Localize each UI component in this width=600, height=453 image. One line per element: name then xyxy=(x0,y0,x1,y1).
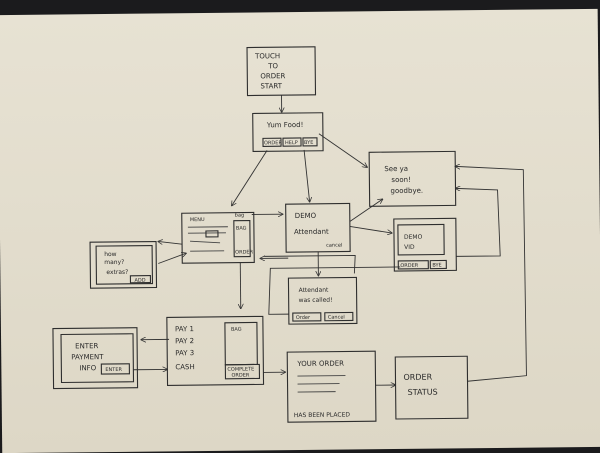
payment-info-line-3: INFO xyxy=(79,364,96,372)
demo-video-line-2: VID xyxy=(404,244,415,251)
arrow-menu-to-qty xyxy=(158,241,182,244)
attendant-called-screen[interactable]: Attendant was called! Order Cancel xyxy=(288,277,356,324)
greeting-help-button[interactable]: HELP xyxy=(285,140,298,146)
greeting-title: Yum Food! xyxy=(266,121,304,129)
touch-start-screen[interactable]: TOUCH TO ORDER START xyxy=(247,47,315,96)
menu-label: MENU xyxy=(190,217,205,223)
attendant-called-line-1: Attendant xyxy=(299,287,330,294)
demo-attendant-line-2: Attendant xyxy=(294,228,329,236)
arrow-greeting-to-demo-attendant xyxy=(304,150,310,202)
demo-video-screen[interactable]: DEMO VID ORDER BYE xyxy=(394,218,457,271)
payment-bag-label: BAG xyxy=(231,327,242,333)
menu-screen[interactable]: MENU bag BAG ORDER xyxy=(182,212,255,263)
goodbye-screen[interactable]: See ya soon! goodbye. xyxy=(369,151,456,206)
qty-popup[interactable]: how many? extras? ADD xyxy=(90,242,156,289)
attendant-called-line-2: was called! xyxy=(299,297,333,304)
order-status-screen[interactable]: ORDER STATUS xyxy=(395,356,468,419)
arrow-video-to-goodbye xyxy=(455,188,500,256)
wireframe-diagram: TOUCH TO ORDER START Yum Food! ORDER HEL… xyxy=(0,9,600,453)
demo-video-bye-button[interactable]: BYE xyxy=(432,263,441,269)
greeting-bye-button[interactable]: BYE xyxy=(304,140,313,146)
greeting-screen[interactable]: Yum Food! ORDER HELP BYE xyxy=(253,113,323,152)
payment-option-1[interactable]: PAY 1 xyxy=(175,325,194,333)
arrow-greeting-to-menu xyxy=(231,150,268,205)
qty-line-3: extras? xyxy=(106,269,128,276)
demo-attendant-line-1: DEMO xyxy=(295,212,317,220)
order-status-line-2: STATUS xyxy=(408,388,438,397)
your-order-title: YOUR ORDER xyxy=(296,360,344,369)
menu-bag-item[interactable]: BAG xyxy=(236,226,247,232)
your-order-footer: HAS BEEN PLACED xyxy=(294,411,351,419)
payment-select-screen[interactable]: PAY 1 PAY 2 PAY 3 CASH BAG COMPLETE ORDE… xyxy=(167,316,264,385)
touch-start-line-1: TOUCH xyxy=(254,52,280,60)
touch-start-line-4: START xyxy=(260,82,282,90)
touch-start-line-2: TO xyxy=(267,62,278,70)
your-order-lines xyxy=(297,376,345,393)
goodbye-line-3: goodbye. xyxy=(390,187,423,195)
sketch-paper: TOUCH TO ORDER START Yum Food! ORDER HEL… xyxy=(0,9,600,453)
menu-order-button[interactable]: ORDER xyxy=(235,249,253,255)
attendant-called-cancel-button[interactable]: Cancel xyxy=(328,315,345,321)
arrow-demo-attendant-to-goodbye xyxy=(350,199,383,221)
order-status-line-1: ORDER xyxy=(403,373,432,382)
goodbye-line-2: soon! xyxy=(391,176,411,184)
demo-attendant-screen[interactable]: DEMO Attendant cancel xyxy=(286,203,350,252)
payment-info-enter-button[interactable]: ENTER xyxy=(105,367,122,373)
complete-order-line-2[interactable]: ORDER xyxy=(231,373,249,379)
payment-info-screen[interactable]: ENTER PAYMENT INFO ENTER xyxy=(53,328,138,389)
payment-option-3[interactable]: PAY 3 xyxy=(175,349,194,357)
demo-attendant-cancel[interactable]: cancel xyxy=(326,243,342,249)
menu-side-label: bag xyxy=(235,213,244,219)
goodbye-line-1: See ya xyxy=(384,165,408,173)
arrow-status-to-goodbye xyxy=(455,166,526,382)
payment-option-cash[interactable]: CASH xyxy=(175,363,194,371)
payment-info-line-1: ENTER xyxy=(75,342,98,350)
greeting-order-button[interactable]: ORDER xyxy=(264,140,282,146)
arrow-demo-attendant-to-demo-video xyxy=(350,226,392,233)
your-order-screen[interactable]: YOUR ORDER HAS BEEN PLACED xyxy=(287,351,376,422)
attendant-called-order-button[interactable]: Order xyxy=(296,315,311,321)
payment-info-line-2: PAYMENT xyxy=(71,353,104,361)
demo-video-order-button[interactable]: ORDER xyxy=(400,263,418,269)
qty-line-2: many? xyxy=(104,259,124,266)
demo-video-line-1: DEMO xyxy=(404,234,423,241)
touch-start-line-3: ORDER xyxy=(260,72,285,80)
menu-item-thumb[interactable] xyxy=(206,231,218,237)
qty-add-button[interactable]: ADD xyxy=(134,278,145,284)
payment-option-2[interactable]: PAY 2 xyxy=(175,337,194,345)
arrow-greeting-to-goodbye xyxy=(319,133,367,168)
qty-line-1: how xyxy=(104,251,117,258)
